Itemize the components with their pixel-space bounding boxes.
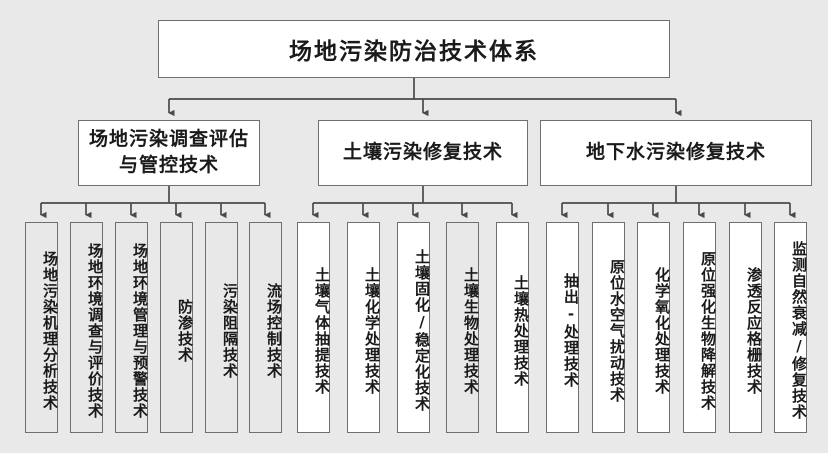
edges-root-to-branches — [168, 78, 682, 117]
branch-node-site-investigation[interactable]: 场地污染调查评估与管控技术 — [78, 120, 260, 186]
leaf-node[interactable]: 土壤热处理技术 — [496, 222, 530, 433]
leaf-node[interactable]: 流场控制技术 — [249, 222, 283, 433]
leaf-node[interactable]: 原位水空气扰动技术 — [592, 222, 626, 433]
leaf-node[interactable]: 原位强化生物降解技术 — [683, 222, 717, 433]
leaf-node[interactable]: 土壤气体抽提技术 — [297, 222, 331, 433]
leaf-node[interactable]: 场地环境调查与评价技术 — [70, 222, 104, 433]
leaf-node[interactable]: 土壤固化/稳定化技术 — [397, 222, 431, 433]
leaf-node[interactable]: 场地污染机理分析技术 — [25, 222, 59, 433]
edges-branch-2 — [561, 186, 796, 219]
root-node[interactable]: 场地污染防治技术体系 — [158, 20, 670, 78]
leaf-node[interactable]: 污染阻隔技术 — [205, 222, 239, 433]
leaf-node[interactable]: 抽出-处理技术 — [546, 222, 580, 433]
leaf-node[interactable]: 土壤化学处理技术 — [347, 222, 381, 433]
branch-node-groundwater-remediation[interactable]: 地下水污染修复技术 — [540, 120, 812, 186]
edges-branch-1 — [312, 186, 518, 219]
leaf-node[interactable]: 化学氧化处理技术 — [637, 222, 671, 433]
leaf-node[interactable]: 防渗技术 — [160, 222, 194, 433]
leaf-node[interactable]: 渗透反应格栅技术 — [729, 222, 763, 433]
branch-node-soil-remediation[interactable]: 土壤污染修复技术 — [318, 120, 528, 186]
leaf-node[interactable]: 场地环境管理与预警技术 — [115, 222, 149, 433]
leaf-node[interactable]: 监测自然衰减/修复技术 — [774, 222, 808, 433]
leaf-node[interactable]: 土壤生物处理技术 — [446, 222, 480, 433]
edges-branch-0 — [40, 186, 271, 219]
